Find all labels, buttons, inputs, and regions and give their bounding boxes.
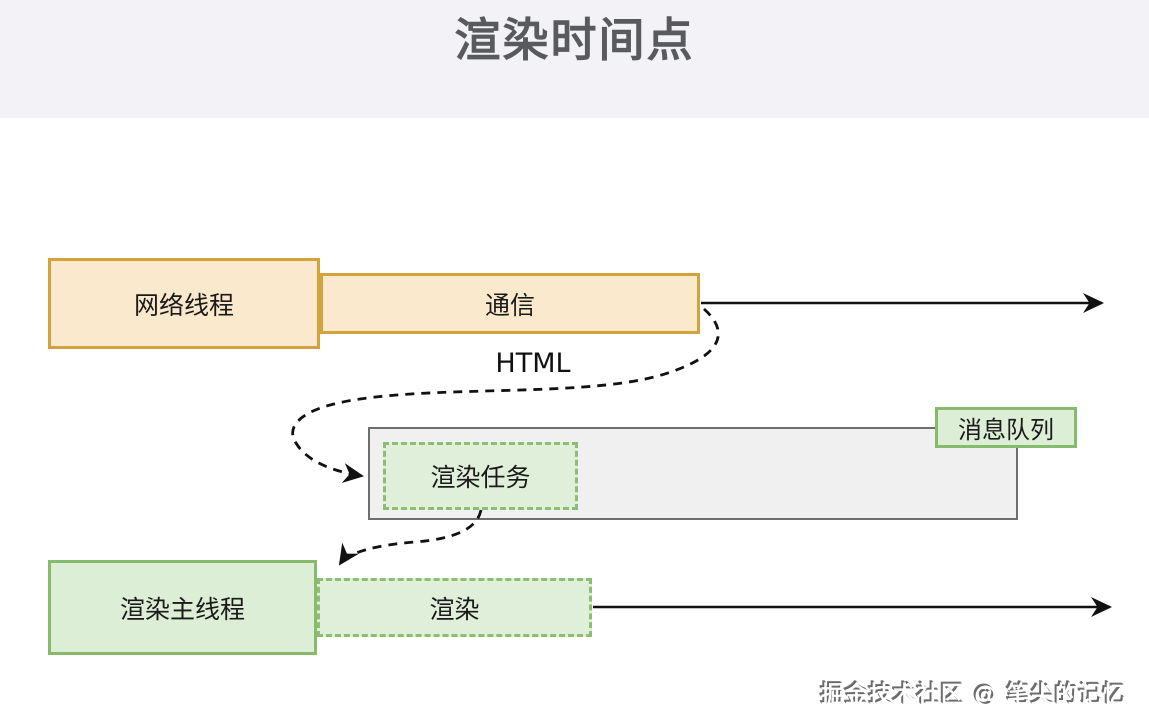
message-queue-label: 消息队列 bbox=[958, 416, 1054, 444]
render-label: 渲染 bbox=[429, 594, 480, 624]
network-thread-node: 网络线程 bbox=[48, 258, 320, 349]
render-main-thread-label: 渲染主线程 bbox=[119, 594, 245, 624]
network-thread-label: 网络线程 bbox=[133, 290, 234, 320]
render-task-label: 渲染任务 bbox=[430, 463, 531, 492]
communication-label: 通信 bbox=[484, 290, 535, 320]
render-node: 渲染 bbox=[317, 578, 592, 637]
page-title: 渲染时间点 bbox=[454, 13, 695, 67]
message-queue-node: 消息队列 bbox=[935, 407, 1077, 448]
render-timing-diagram: 网络线程 通信 消息队列 渲染任务 渲染主线程 渲染 HTML bbox=[0, 118, 1149, 728]
html-annotation: HTML bbox=[495, 348, 571, 379]
title-bar: 渲染时间点 bbox=[0, 0, 1149, 118]
communication-node: 通信 bbox=[320, 273, 700, 334]
watermark: 掘金技术社区 @ 笔尖的记忆 bbox=[820, 682, 1127, 708]
render-task-node: 渲染任务 bbox=[383, 442, 578, 510]
render-main-thread-node: 渲染主线程 bbox=[48, 560, 317, 655]
